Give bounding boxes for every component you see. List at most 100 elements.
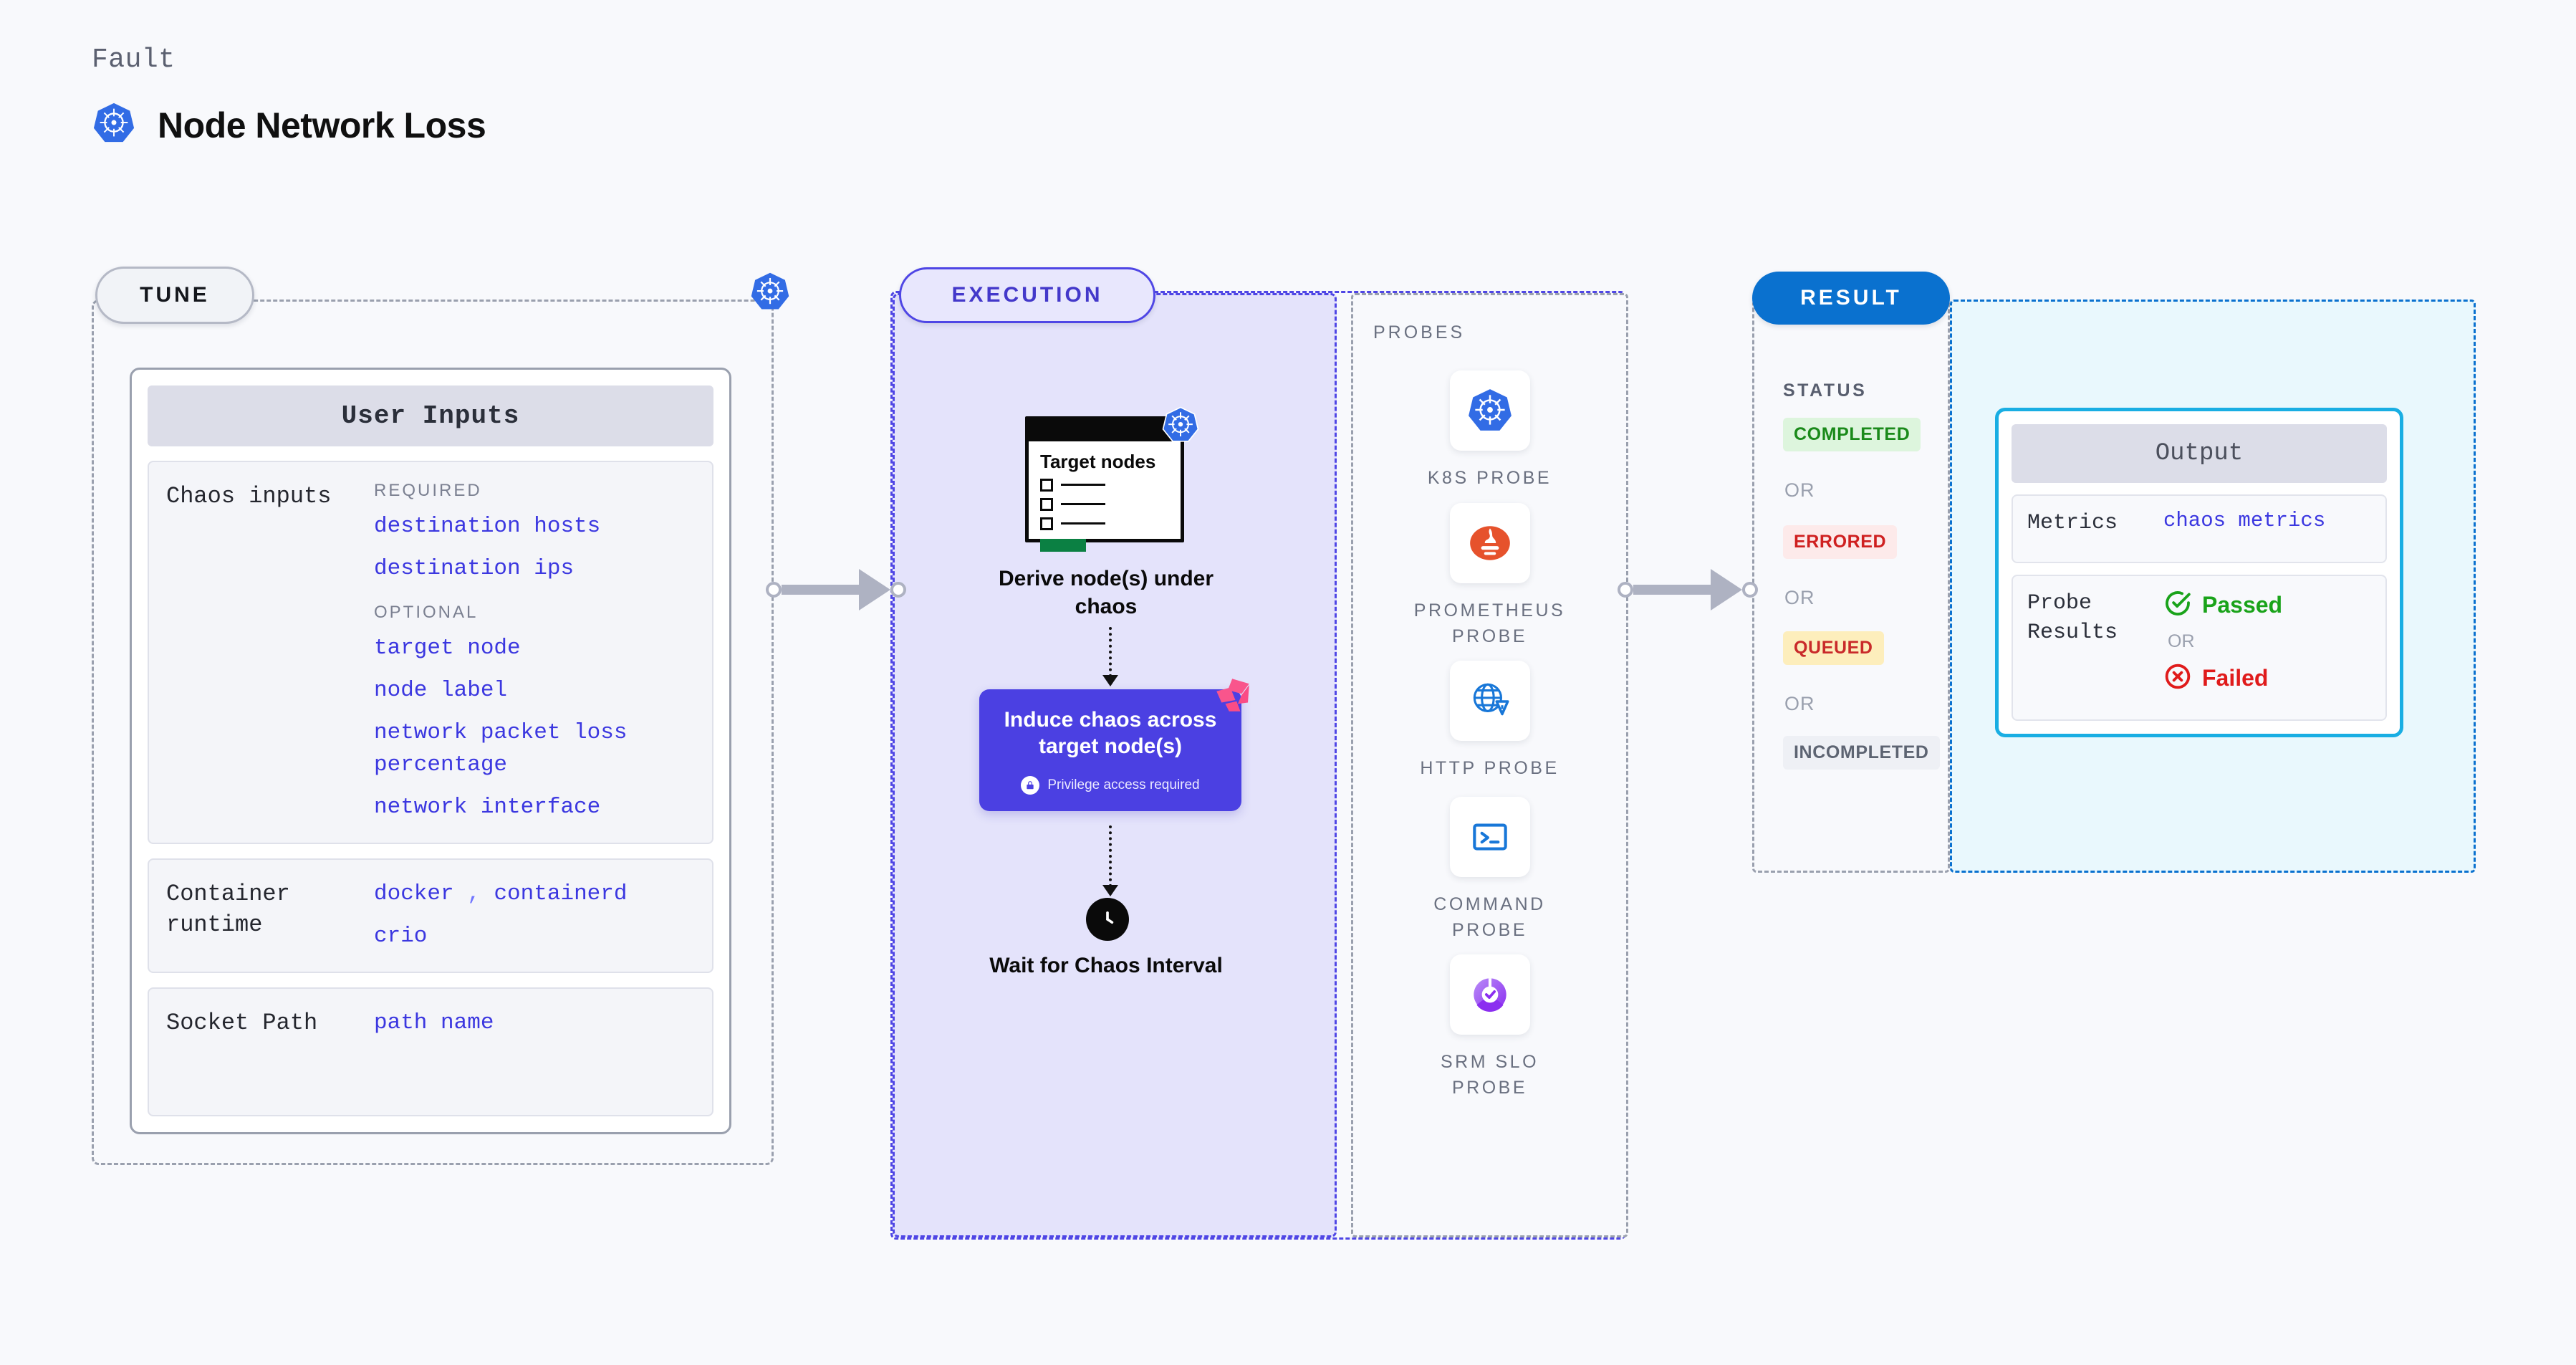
probe-k8s-label: K8S PROBE — [1427, 468, 1552, 488]
socket-path-block: Socket Path path name — [148, 987, 713, 1116]
probe-result-or: OR — [2168, 631, 2195, 651]
failed-label: Failed — [2202, 665, 2269, 691]
execution-flow-column: Target nodes — [893, 293, 1337, 1237]
title-row: Node Network Loss — [92, 101, 486, 149]
globe-warning-icon — [1449, 661, 1530, 741]
tune-kubernetes-badge-icon — [749, 271, 791, 316]
checkbox-icon — [1040, 517, 1053, 530]
probe-srm-slo-label: SRM SLO PROBE — [1440, 1052, 1539, 1098]
status-badge-errored: ERRORED — [1783, 525, 1898, 559]
connector-end-dot — [1742, 582, 1758, 598]
required-group-title: REQUIRED — [374, 481, 482, 501]
status-or-1: OR — [1784, 479, 1815, 501]
probe-result-passed: Passed — [2163, 589, 2371, 621]
list-line — [1061, 484, 1105, 487]
flow-line-2 — [1109, 825, 1112, 887]
probe-results-label: Probe Results — [2027, 591, 2118, 645]
terminal-icon — [1449, 797, 1530, 877]
execution-stage-label: EXECUTION — [951, 283, 1103, 307]
value-docker[interactable]: docker — [374, 881, 454, 906]
input-destination-ips[interactable]: destination ips — [374, 556, 575, 582]
srm-slo-icon — [1449, 954, 1530, 1035]
value-separator: , — [467, 881, 481, 906]
derive-nodes-label: Derive node(s) under chaos — [998, 567, 1214, 618]
x-circle-icon — [2163, 662, 2192, 694]
status-badge-incompleted: INCOMPLETED — [1783, 736, 1940, 770]
check-circle-icon — [2163, 589, 2192, 621]
probes-title: PROBES — [1373, 322, 1466, 343]
connector-line — [782, 585, 859, 595]
status-or-2: OR — [1784, 587, 1815, 608]
probe-prometheus-label: PROMETHEUS PROBE — [1413, 600, 1566, 647]
probe-k8s[interactable]: K8S PROBE — [1353, 370, 1626, 491]
status-badge-completed: COMPLETED — [1783, 418, 1921, 451]
metrics-value[interactable]: chaos metrics — [2163, 509, 2326, 532]
socket-path-label: Socket Path — [166, 1009, 318, 1036]
execution-panel: Target nodes — [890, 291, 1628, 1240]
user-inputs-title: User Inputs — [148, 385, 713, 447]
fault-label: Fault — [92, 44, 176, 75]
status-column: STATUS COMPLETED OR ERRORED OR QUEUED OR… — [1752, 300, 1950, 873]
page-header: Fault Node Network Loss — [92, 44, 486, 149]
tune-stage-label: TUNE — [140, 283, 210, 307]
target-card-kubernetes-icon — [1161, 406, 1200, 448]
execution-stage-pill[interactable]: EXECUTION — [899, 267, 1155, 323]
connector-start-dot — [1618, 582, 1633, 598]
target-nodes-label: Target nodes — [1040, 451, 1156, 472]
kubernetes-icon — [92, 101, 136, 149]
container-runtime-values-row1[interactable]: docker , containerd — [374, 878, 695, 911]
wait-for-chaos-interval-label: Wait for Chaos Interval — [989, 954, 1223, 977]
output-card: Output Metrics chaos metrics Probe Resul… — [1995, 408, 2403, 737]
flow-line-1 — [1109, 627, 1112, 677]
probe-command-label: COMMAND PROBE — [1433, 894, 1546, 941]
clock-icon — [1086, 898, 1129, 941]
chaos-inputs-label: Chaos inputs — [166, 483, 332, 510]
input-node-label[interactable]: node label — [374, 678, 508, 704]
input-network-interface[interactable]: network interface — [374, 794, 601, 820]
metrics-row: Metrics chaos metrics — [2012, 494, 2387, 563]
value-path-name[interactable]: path name — [374, 1010, 494, 1035]
harness-logo-icon — [1213, 675, 1253, 719]
result-stage-pill[interactable]: RESULT — [1752, 272, 1950, 325]
connector-tune-to-execution — [766, 569, 906, 610]
connector-arrowhead — [859, 569, 890, 610]
result-stage-label: RESULT — [1800, 286, 1902, 310]
green-status-bar — [1040, 538, 1086, 552]
flow-arrow-1 — [1102, 675, 1118, 686]
probe-prometheus[interactable]: PROMETHEUS PROBE — [1353, 503, 1626, 650]
page-title: Node Network Loss — [158, 105, 486, 145]
probe-result-failed: Failed — [2163, 662, 2371, 694]
probe-http-label: HTTP PROBE — [1420, 758, 1559, 778]
output-region: Output Metrics chaos metrics Probe Resul… — [1950, 300, 2476, 873]
chaos-inputs-block: Chaos inputs REQUIRED destination hosts … — [148, 461, 713, 844]
input-target-node[interactable]: target node — [374, 636, 521, 661]
induce-chaos-card[interactable]: Induce chaos across target node(s) Privi… — [979, 679, 1249, 811]
optional-group-title: OPTIONAL — [374, 603, 479, 623]
target-card-titlebar — [1029, 420, 1181, 441]
status-or-3: OR — [1784, 693, 1815, 714]
probe-srm-slo[interactable]: SRM SLO PROBE — [1353, 954, 1626, 1101]
list-line — [1061, 503, 1105, 506]
value-containerd[interactable]: containerd — [494, 881, 628, 906]
privilege-note: Privilege access required — [1021, 775, 1200, 795]
result-panel: STATUS COMPLETED OR ERRORED OR QUEUED OR… — [1752, 300, 2476, 873]
prometheus-icon — [1449, 503, 1530, 583]
tune-panel: User Inputs Chaos inputs REQUIRED destin… — [92, 300, 774, 1165]
list-line — [1061, 522, 1105, 525]
connector-arrowhead — [1711, 569, 1742, 610]
kubernetes-icon — [1449, 370, 1530, 451]
connector-start-dot — [766, 582, 782, 598]
flow-arrow-2 — [1102, 885, 1118, 896]
value-crio[interactable]: crio — [374, 923, 428, 949]
probe-command[interactable]: COMMAND PROBE — [1353, 797, 1626, 944]
lock-icon — [1021, 775, 1040, 795]
input-destination-hosts[interactable]: destination hosts — [374, 514, 601, 540]
checkbox-icon — [1040, 497, 1053, 511]
tune-stage-pill[interactable]: TUNE — [95, 267, 254, 324]
metrics-label: Metrics — [2027, 511, 2118, 535]
status-badge-queued: QUEUED — [1783, 631, 1884, 665]
probe-http[interactable]: HTTP PROBE — [1353, 661, 1626, 781]
input-network-packet-loss-percentage[interactable]: network packet loss percentage — [374, 720, 628, 777]
checkbox-icon — [1040, 478, 1053, 492]
privilege-note-text: Privilege access required — [1047, 777, 1200, 792]
